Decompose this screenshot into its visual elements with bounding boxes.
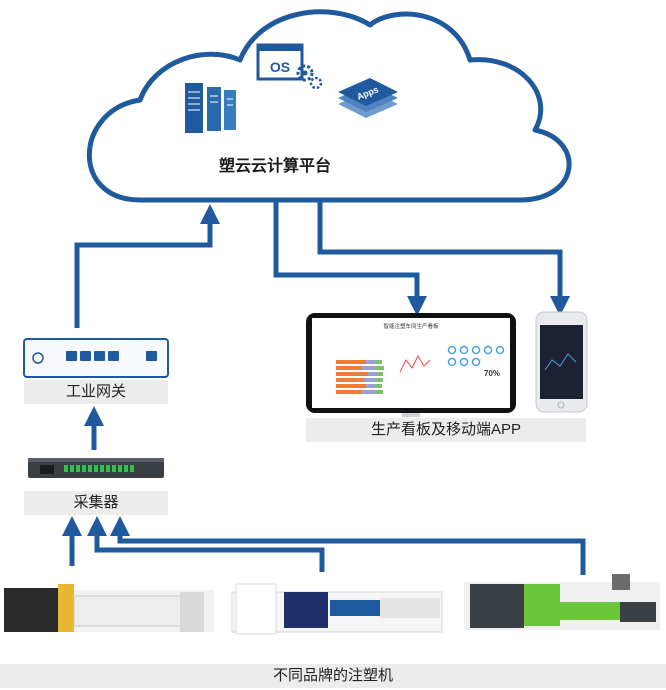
gateway-label: 工业网关 <box>24 380 168 404</box>
injection-machine-black <box>4 584 214 632</box>
arrow-machine2-to-collector <box>87 516 325 572</box>
os-window-icon: OS <box>256 43 304 81</box>
arrow-cloud-to-mobile <box>317 200 570 316</box>
data-collector-device <box>28 458 164 478</box>
power-icon <box>32 352 44 364</box>
dashboard-percent: 70% <box>484 369 501 378</box>
connection-arrows <box>62 200 586 575</box>
injection-machine-white-blue <box>231 583 443 635</box>
arrow-machine3-to-collector <box>110 516 586 575</box>
arrow-cloud-to-dashboard <box>273 200 427 316</box>
dashboard-monitor: 智能注塑车间生产看板 <box>306 313 516 417</box>
injection-machine-green <box>464 574 660 630</box>
mobile-app-screen <box>540 325 583 399</box>
server-icon <box>185 83 236 133</box>
ethernet-port-icon <box>66 351 157 361</box>
cloud-shape <box>86 9 572 203</box>
machines-label: 不同品牌的注塑机 <box>0 664 666 688</box>
gear-icon <box>296 64 323 90</box>
dashboard-app-label: 生产看板及移动端APP <box>306 418 586 442</box>
cloud-platform-title: 塑云云计算平台 <box>218 158 331 175</box>
arrow-gateway-to-cloud <box>74 204 220 328</box>
industrial-gateway-device <box>23 338 169 378</box>
os-label: OS <box>270 59 290 75</box>
dashboard-line-chart <box>399 354 431 373</box>
dashboard-gauges <box>447 345 505 367</box>
apps-stack-icon: Apps <box>338 78 398 118</box>
mobile-phone <box>535 311 588 413</box>
dashboard-screen-title: 智能注塑车间生产看板 <box>383 322 439 330</box>
collector-label: 采集器 <box>24 491 168 515</box>
dashboard-bar-chart <box>336 360 384 394</box>
